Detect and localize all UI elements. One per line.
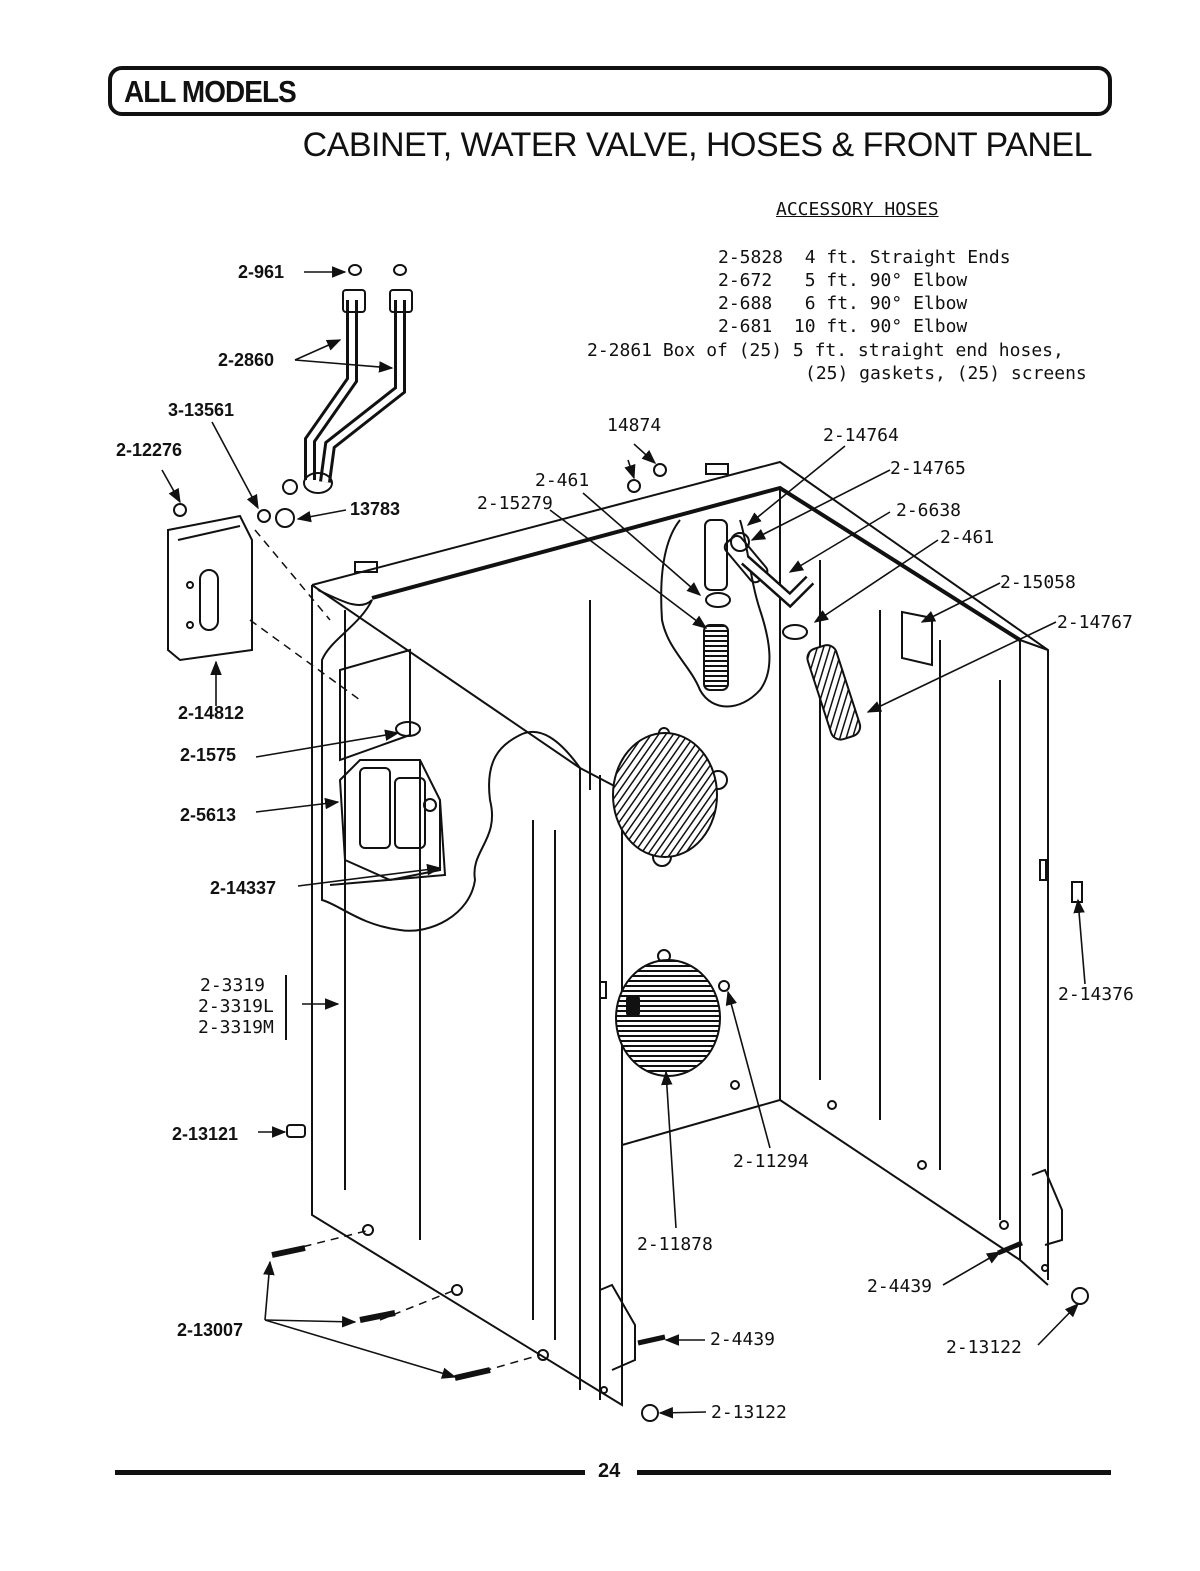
part-label: 14874 — [607, 415, 662, 436]
series-label: ALL MODELS — [124, 74, 297, 109]
footer-rule-right — [637, 1470, 1111, 1475]
part-label: 2-12276 — [116, 440, 183, 460]
part-label: 13783 — [350, 499, 401, 519]
part-label: 2-15279 — [477, 493, 553, 514]
footer-rule-left — [115, 1470, 585, 1475]
accessory-hose-item: 2-5828 4 ft. Straight Ends — [718, 247, 1011, 268]
part-label: 2-14812 — [178, 703, 245, 723]
part-label: 2-14376 — [1058, 984, 1134, 1005]
accessory-hose-item: 2-2861 Box of (25) 5 ft. straight end ho… — [587, 340, 1064, 361]
part-label: 2-461 — [940, 527, 995, 548]
part-label: 2-461 — [535, 470, 590, 491]
part-label: 2-14337 — [210, 878, 277, 898]
accessory-hose-item: 2-681 10 ft. 90° Elbow — [718, 316, 968, 337]
part-label: 2-3319M — [198, 1017, 274, 1038]
header-box — [108, 66, 1112, 116]
part-label: 2-13007 — [177, 1320, 244, 1340]
part-label: 2-961 — [238, 262, 285, 282]
part-label: 2-4439 — [867, 1276, 933, 1297]
part-label: 2-13122 — [946, 1337, 1022, 1358]
tube-2-14767 — [806, 644, 862, 741]
part-label: 2-13122 — [711, 1402, 787, 1423]
part-label: 2-4439 — [710, 1329, 776, 1350]
part-label: 2-14765 — [890, 458, 966, 479]
part-label: 2-14764 — [823, 425, 899, 446]
part-label: 2-6638 — [896, 500, 962, 521]
accessory-hose-item: (25) gaskets, (25) screens — [805, 363, 1087, 384]
part-label: 2-1575 — [180, 745, 237, 765]
part-label: 2-14767 — [1057, 612, 1133, 633]
part-label: 2-3319L — [198, 996, 274, 1017]
accessory-hose-item: 2-672 5 ft. 90° Elbow — [718, 270, 968, 291]
tube-2-15279 — [703, 624, 729, 691]
part-label: 2-5613 — [180, 805, 237, 825]
round-cover-upper — [612, 732, 718, 858]
accessory-hoses-title: ACCESSORY HOSES — [776, 199, 939, 220]
part-label: 2-11294 — [733, 1151, 809, 1172]
part-label: 3-13561 — [168, 400, 235, 420]
part-label: 2-11878 — [637, 1234, 713, 1255]
part-label: 2-13121 — [172, 1124, 239, 1144]
round-cover-lower — [615, 959, 721, 1077]
part-label: 2-2860 — [218, 350, 275, 370]
page-number: 24 — [598, 1460, 621, 1482]
part-label: 2-3319 — [200, 975, 266, 996]
accessory-hose-item: 2-688 6 ft. 90° Elbow — [718, 293, 968, 314]
page-title: CABINET, WATER VALVE, HOSES & FRONT PANE… — [302, 126, 1093, 164]
part-label: 2-15058 — [1000, 572, 1076, 593]
